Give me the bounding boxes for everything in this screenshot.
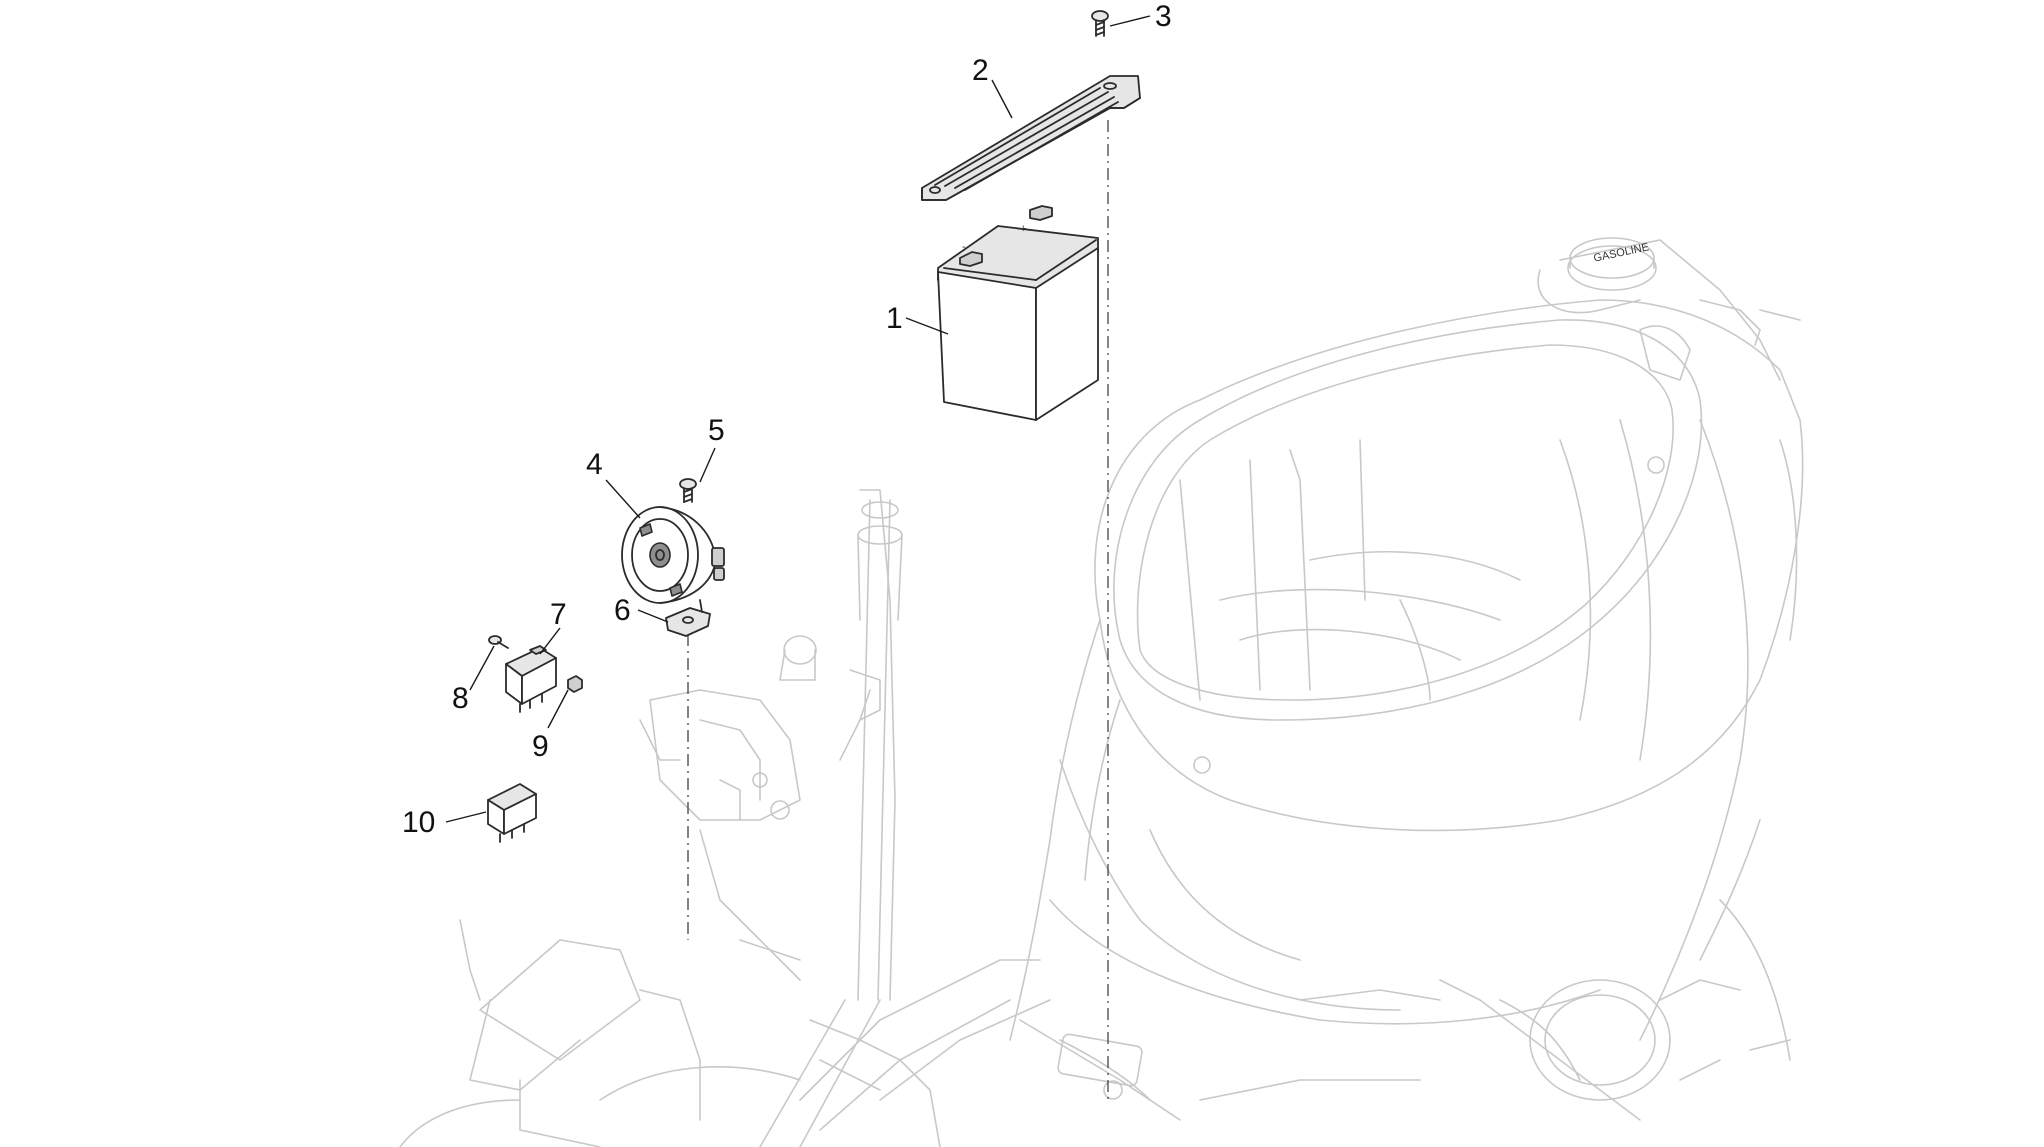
callout-numbers: 3 2 1 4 5 6 7 8 9 10 [402,0,1172,839]
part-10-relay[interactable] [487,783,537,843]
part-6-horn-bracket[interactable] [665,599,711,637]
callout-6: 6 [614,594,631,627]
callout-2: 2 [972,54,989,87]
part-1-battery[interactable]: + - [937,205,1099,421]
part-3-screw[interactable] [1091,10,1109,37]
callout-3: 3 [1155,0,1172,33]
callout-10: 10 [402,806,435,839]
callout-7: 7 [550,598,567,631]
callout-leaders [445,15,1151,823]
part-2-battery-strap[interactable] [921,75,1141,201]
battery-plus-label: + [1020,223,1026,235]
part-9-connector[interactable] [567,675,583,693]
assembly-axes [687,120,1109,1100]
battery-minus-label: - [962,241,966,253]
part-8-screw[interactable] [488,635,509,649]
fuel-cap-text: GASOLINE [1593,241,1651,264]
part-4-horn[interactable] [621,506,725,604]
scooter-frame: GASOLINE [399,237,1804,1147]
callout-1: 1 [886,302,903,335]
callout-9: 9 [532,730,549,763]
part-5-screw[interactable] [679,478,697,503]
part-7-relay[interactable] [505,645,557,713]
callout-8: 8 [452,682,469,715]
callout-5: 5 [708,414,725,447]
callout-4: 4 [586,448,603,481]
